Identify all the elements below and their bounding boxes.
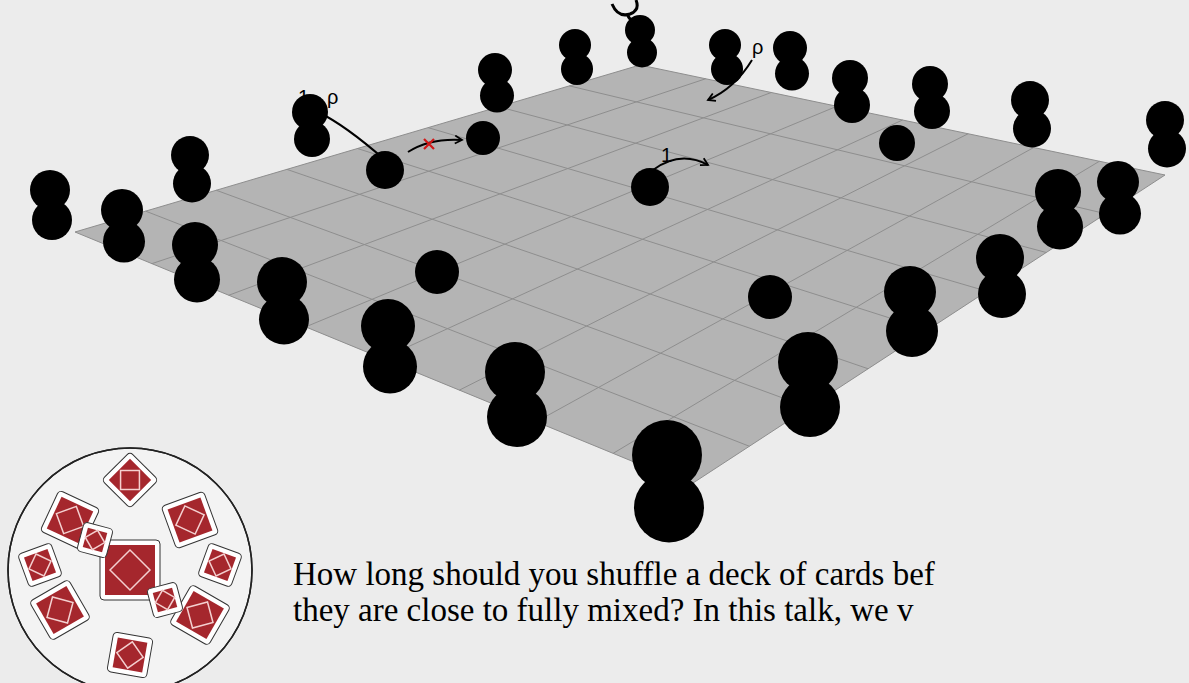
grid-line — [383, 120, 903, 359]
particle — [103, 221, 145, 263]
particle — [834, 87, 870, 123]
particle — [914, 93, 950, 129]
card — [147, 582, 184, 619]
grid-lines — [75, 65, 1165, 485]
grid-line — [536, 148, 1034, 422]
grid-line — [613, 161, 1099, 453]
poly-outline — [8, 448, 252, 683]
card — [161, 491, 219, 549]
particle — [415, 250, 459, 294]
abstract-text: How long should you shuffle a deck of ca… — [293, 556, 935, 592]
particle — [1148, 130, 1186, 168]
particle — [32, 200, 72, 240]
card — [102, 452, 159, 509]
injection-arrow — [708, 60, 752, 100]
particle — [487, 387, 547, 447]
particle — [780, 377, 840, 437]
blocked-arrow — [408, 140, 462, 152]
particle — [627, 38, 657, 68]
particle — [886, 305, 938, 357]
rate-label: 1 — [661, 144, 672, 166]
particle — [879, 125, 915, 161]
particle — [748, 275, 792, 319]
particle — [561, 53, 593, 85]
particle — [366, 151, 404, 189]
particle — [1013, 110, 1051, 148]
rate-label: 1 - ρ — [298, 86, 338, 108]
abstract-text: they are close to fully mixed? In this t… — [293, 592, 913, 628]
particle — [1037, 204, 1083, 250]
particle — [174, 257, 220, 303]
rate-label: ρ — [752, 36, 763, 58]
particle — [294, 121, 330, 157]
cut-glyph — [612, 0, 642, 21]
particle — [775, 57, 809, 91]
particle — [480, 79, 514, 113]
particle — [711, 53, 743, 85]
particles — [30, 15, 1186, 543]
particle — [466, 121, 500, 155]
grid-line — [75, 232, 690, 485]
grid-line — [690, 175, 1165, 485]
grid-plane — [75, 65, 1165, 485]
particle — [1099, 193, 1141, 235]
particle — [173, 165, 211, 203]
card — [77, 522, 114, 559]
particle — [978, 270, 1026, 318]
card — [107, 632, 153, 678]
jump-arrow — [318, 112, 385, 160]
particle — [631, 168, 669, 206]
particle — [259, 295, 309, 345]
particle — [634, 473, 704, 543]
card-polyhedron — [8, 448, 252, 683]
card — [198, 543, 243, 588]
card — [29, 579, 90, 640]
blocked-cross — [424, 139, 434, 149]
card — [18, 543, 63, 588]
particle — [363, 340, 417, 394]
